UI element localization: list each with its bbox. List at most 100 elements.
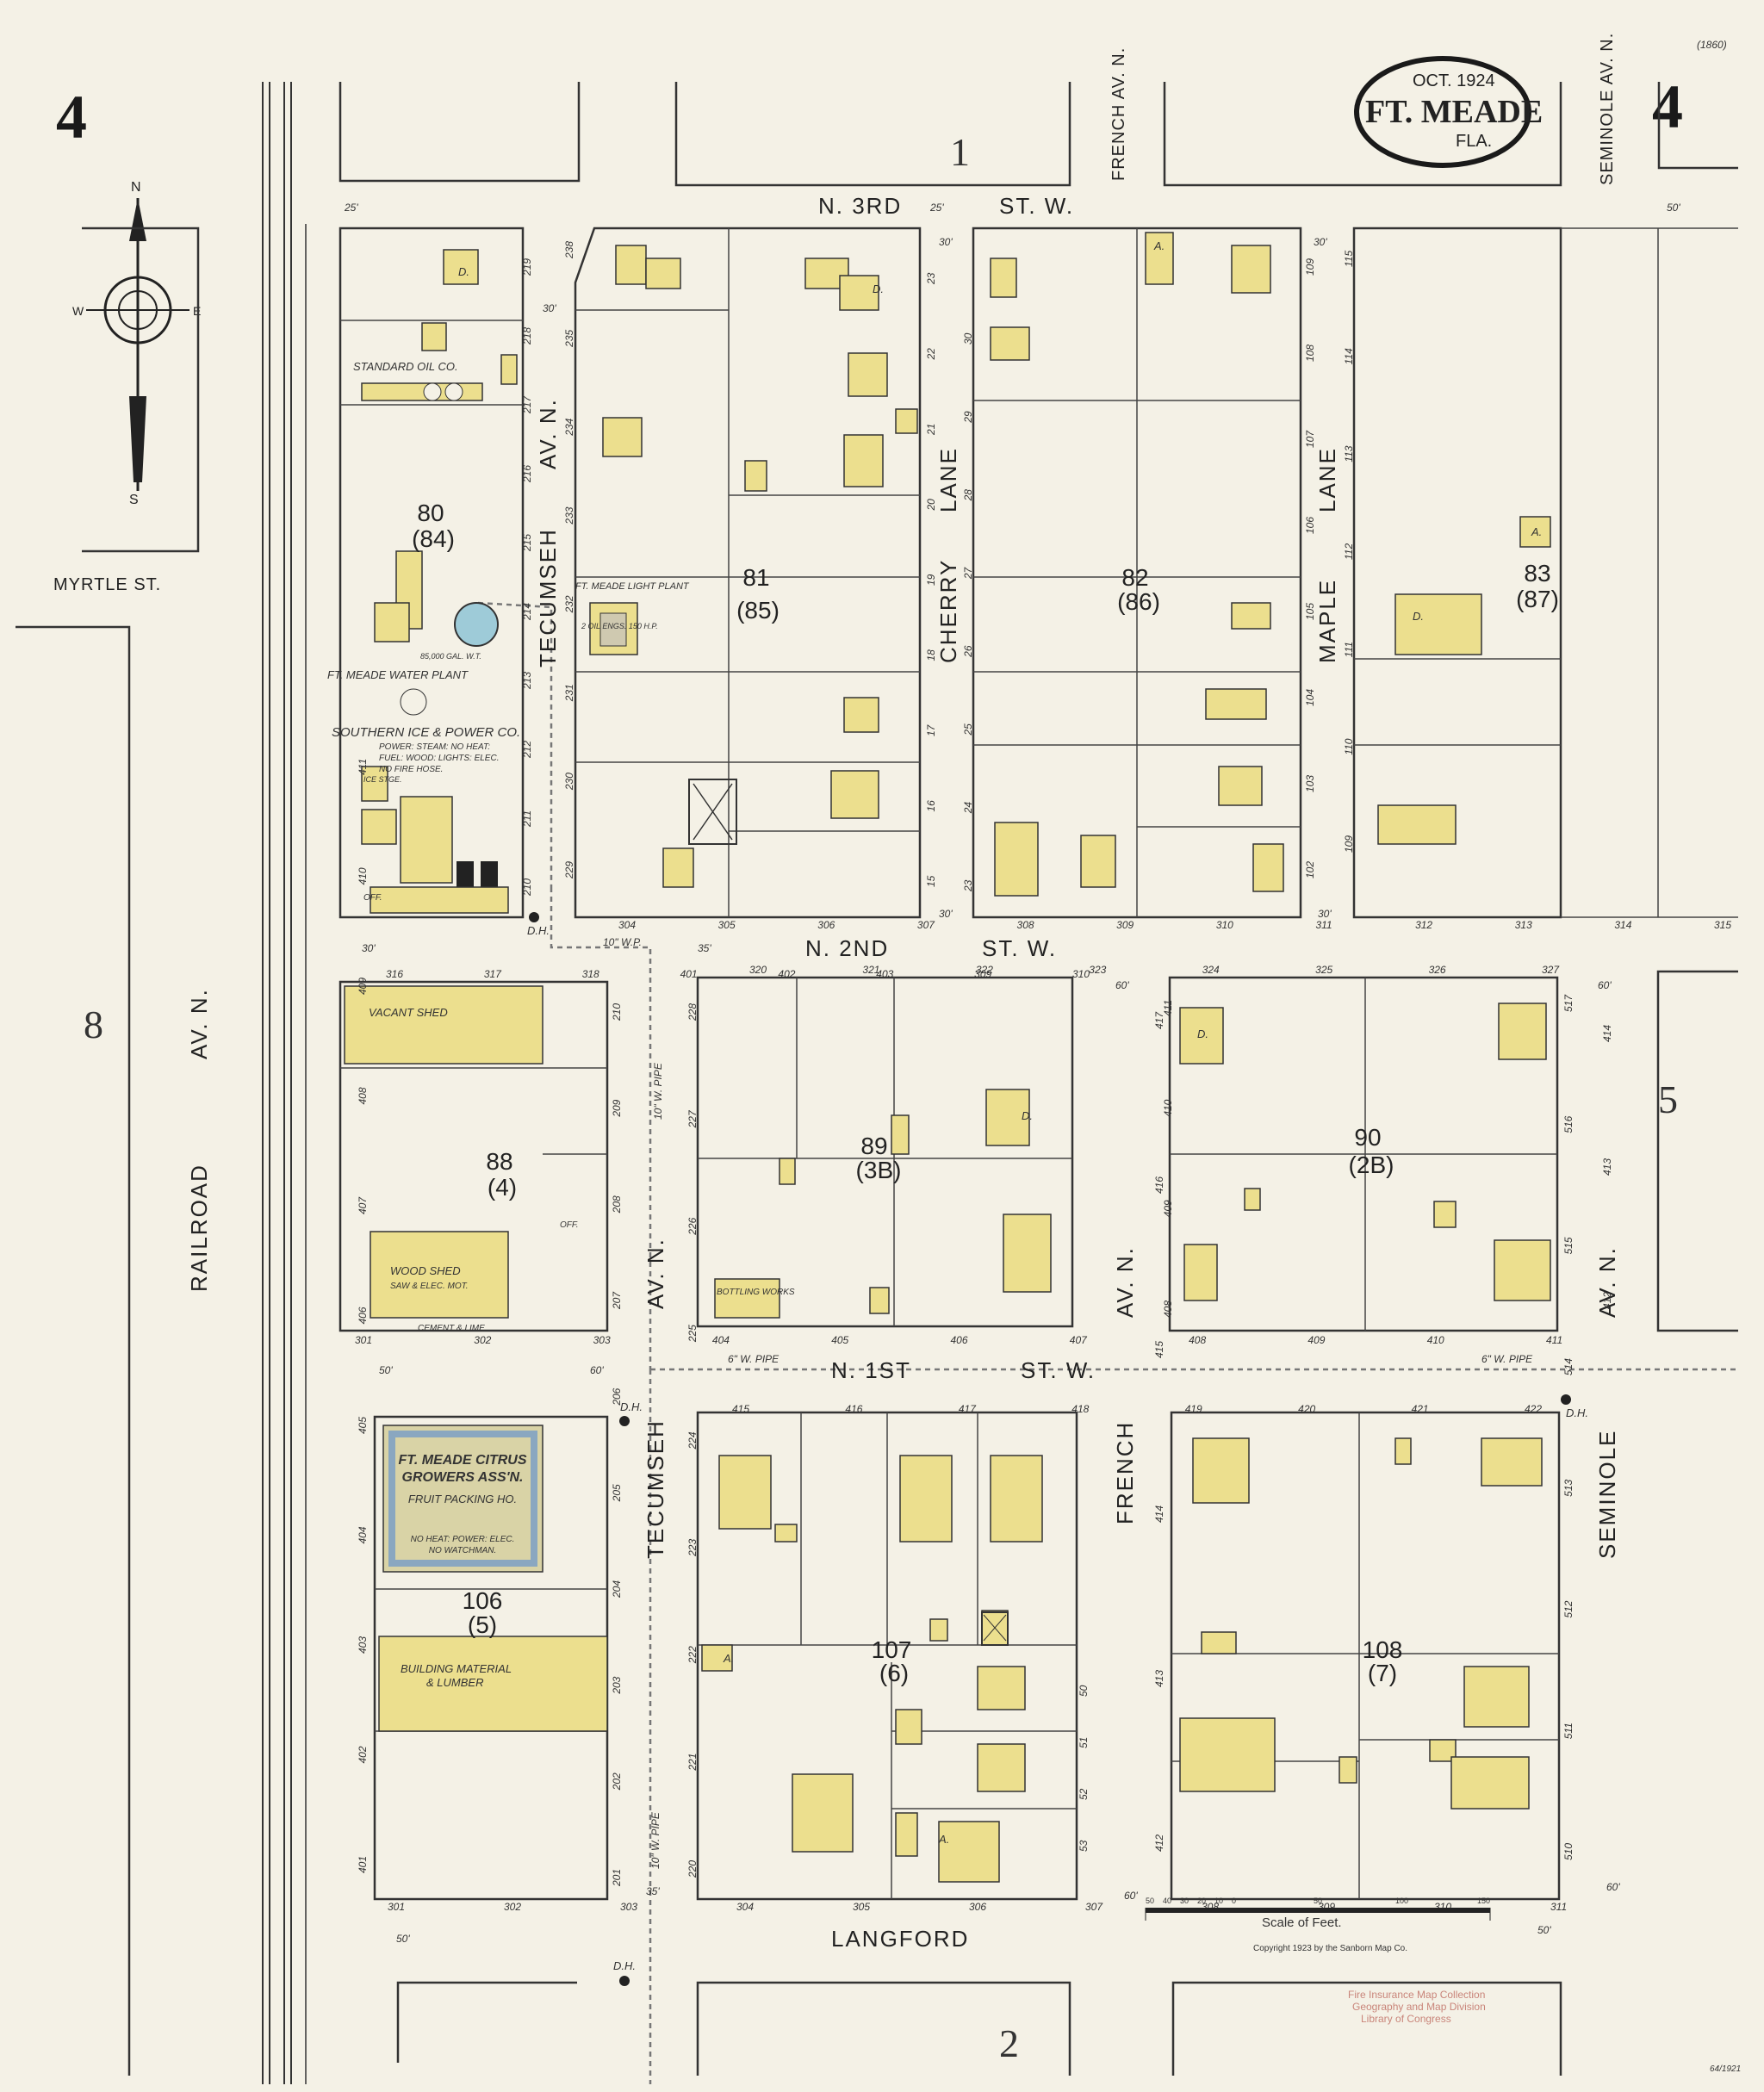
vacant-building-icon: [981, 1611, 1009, 1646]
house-number: 407: [1070, 1334, 1088, 1346]
house-number: 402: [357, 1746, 369, 1763]
house-number: 233: [563, 506, 575, 525]
dwelling: [701, 1644, 733, 1672]
block-old-number: (86): [1117, 588, 1160, 615]
dwelling-letter: D.: [458, 265, 469, 278]
pipe-label: 10" W. PIPE: [649, 1811, 662, 1869]
dwelling: [602, 417, 643, 457]
boiler-icon: [457, 861, 474, 891]
label-building-material-1: BUILDING MATERIAL: [401, 1662, 512, 1675]
house-number: 420: [1298, 1403, 1315, 1415]
street-tecumseh-2: TECUMSEH: [643, 1419, 668, 1559]
oil-storage-building: [374, 602, 410, 642]
label-citrus-1: FT. MEADE CITRUS: [398, 1453, 526, 1468]
house-number: 403: [876, 968, 893, 980]
adjacent-sheet-2: 2: [999, 2021, 1019, 2065]
house-number: 515: [1562, 1237, 1575, 1254]
scale-tick-label: 150: [1477, 1896, 1490, 1905]
house-number: 313: [1515, 919, 1532, 931]
house-number: 224: [686, 1431, 699, 1450]
house-number: 410: [1162, 1099, 1174, 1116]
house-number: 108: [1304, 345, 1316, 362]
hydrants: [529, 912, 1571, 1986]
ice-storage-building-2: [361, 809, 397, 845]
dwelling: [1205, 688, 1267, 720]
block-old-number: (84): [412, 525, 455, 552]
label-light-plant: FT. MEADE LIGHT PLANT: [575, 581, 690, 592]
dwelling: [843, 434, 884, 487]
house-number: 407: [357, 1196, 369, 1214]
house-number: 222: [686, 1646, 699, 1664]
label-citrus-2: GROWERS ASS'N.: [402, 1470, 524, 1485]
width-label: 50': [1537, 1924, 1551, 1936]
house-number: 18: [925, 649, 937, 661]
dwelling: [1463, 1666, 1530, 1728]
block-old-number: (5): [468, 1611, 497, 1638]
adjacent-sheet-8: 8: [84, 1003, 103, 1046]
street-maple: MAPLE: [1314, 579, 1340, 663]
house-number: 322: [976, 964, 993, 976]
dwelling: [718, 1455, 772, 1530]
dwelling: [1003, 1214, 1052, 1293]
street-cherry: CHERRY: [935, 559, 961, 663]
street-tecumseh-avn-2: AV. N.: [643, 1238, 668, 1309]
label-engines: 2 OIL ENGS. 150 H.P.: [581, 622, 658, 630]
dwelling: [1494, 1239, 1551, 1301]
block-old-number: (3B): [856, 1157, 902, 1183]
business-labels: STANDARD OIL CO. FT. MEADE LIGHT PLANT 2…: [327, 360, 795, 1689]
house-number: 414: [1153, 1505, 1165, 1523]
house-number: 203: [611, 1676, 623, 1694]
scale-tick-label: 40: [1163, 1896, 1171, 1905]
house-number: 52: [1078, 1788, 1090, 1800]
house-number: 409: [357, 978, 369, 995]
house-number: 315: [1714, 919, 1731, 931]
dwelling: [1519, 516, 1551, 548]
width-label: 35': [646, 1885, 660, 1897]
dwelling: [1450, 1756, 1530, 1810]
dwelling: [830, 770, 879, 819]
house-number: 23: [925, 272, 937, 285]
dwelling: [443, 249, 479, 285]
house-number: 305: [718, 919, 736, 931]
house-number: 402: [778, 968, 795, 980]
house-number: 416: [845, 1403, 862, 1415]
house-number: 409: [1162, 1200, 1174, 1217]
engine-room-icon: [599, 612, 627, 647]
dwelling-letter: D.: [873, 282, 884, 295]
street-cherry-lane: LANE: [935, 447, 961, 512]
dwelling: [1339, 1756, 1357, 1784]
railroad-tracks: [262, 82, 307, 2084]
dwelling: [839, 275, 879, 311]
adjacent-sheet-5: 5: [1658, 1077, 1678, 1121]
house-number: 50: [1078, 1685, 1090, 1697]
house-number: 208: [611, 1195, 623, 1214]
dwelling: [990, 258, 1017, 298]
house-number: 230: [563, 773, 575, 791]
house-number: 408: [1162, 1301, 1174, 1318]
width-label: 30': [939, 908, 953, 920]
water-tank-icon: [454, 602, 499, 647]
block-number: 89: [860, 1133, 887, 1159]
dwelling: [1179, 1717, 1276, 1792]
south-arrow-icon: [129, 396, 146, 482]
street-railroad-avn: AV. N.: [186, 988, 212, 1059]
street-myrtle: MYRTLE ST.: [53, 575, 161, 594]
ice-plant-main-building: [400, 796, 453, 884]
house-number: 311: [1550, 1901, 1567, 1913]
bottling-works-building: [714, 1278, 780, 1319]
dwelling: [1498, 1003, 1547, 1060]
width-label: 35': [698, 942, 711, 954]
street-n3rd-b: ST. W.: [999, 193, 1074, 219]
house-number: 306: [969, 1901, 986, 1913]
house-number: 517: [1562, 994, 1575, 1012]
hydrant-label: D.H.: [613, 1959, 636, 1972]
ice-plant-office: [370, 886, 509, 914]
house-number: 417: [1153, 1011, 1165, 1029]
house-number: 232: [563, 595, 575, 613]
adjacent-sheet-1: 1: [950, 130, 970, 174]
house-number: 21: [925, 424, 937, 436]
house-number: 305: [853, 1901, 870, 1913]
label-tank: 85,000 GAL. W.T.: [420, 652, 481, 661]
adjacent-outlines: [16, 82, 1738, 2076]
